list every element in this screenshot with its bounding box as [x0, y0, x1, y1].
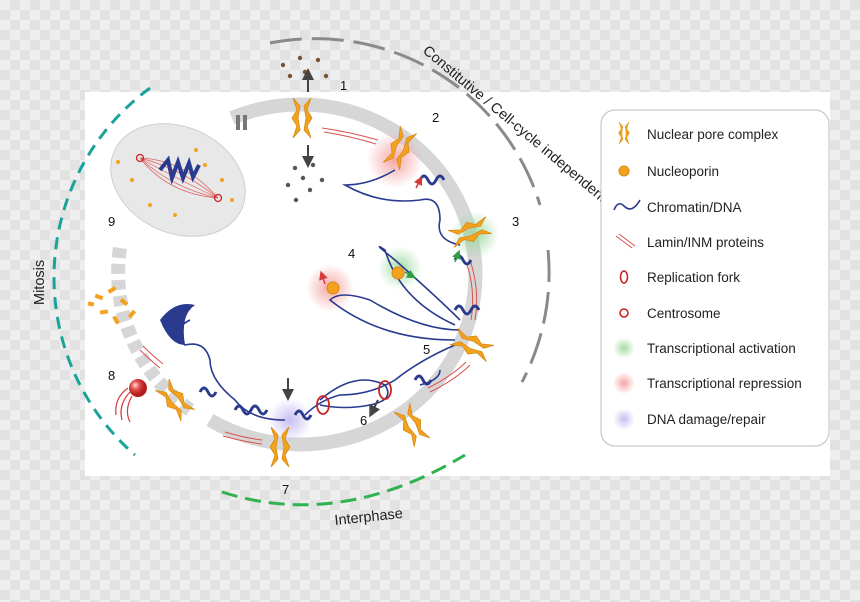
legend-label: Lamin/INM proteins	[647, 235, 764, 250]
legend-label: DNA damage/repair	[647, 412, 766, 427]
legend-label: Chromatin/DNA	[647, 200, 742, 215]
chromatin-coils	[198, 174, 481, 421]
metaphase-chromosomes	[158, 155, 201, 186]
legend-box	[600, 109, 830, 447]
step-2: 2	[432, 110, 439, 125]
dispersed-nucleoporins	[116, 148, 234, 217]
cargo-export-dots	[280, 55, 329, 79]
replication-fork	[378, 380, 392, 400]
constitutive-arc	[269, 37, 542, 206]
repression-glow-2	[367, 132, 423, 188]
nucleoporin	[391, 266, 405, 280]
centrosome	[135, 153, 145, 163]
step-5: 5	[423, 342, 430, 357]
legend-label: Transcriptional repression	[647, 376, 802, 391]
chromatin-condensed-end	[160, 304, 195, 345]
legend-label: Replication fork	[647, 270, 740, 285]
legend: Nuclear pore complex Nucleoporin Chromat…	[600, 109, 830, 447]
legend-label: Transcriptional activation	[647, 341, 796, 356]
lamin-lines	[139, 127, 478, 445]
legend-label: Nucleoporin	[647, 164, 719, 179]
interphase-label: Interphase	[334, 506, 404, 529]
step-9: 9	[108, 214, 115, 229]
legend-label: Centrosome	[647, 306, 721, 321]
mitotic-cell	[110, 123, 246, 237]
activation-glow-icon	[613, 337, 635, 359]
nucleoporin	[326, 281, 340, 295]
step-6: 6	[360, 413, 367, 428]
replication-fork	[316, 395, 330, 415]
microtubules	[115, 387, 133, 423]
replication-fork-icon	[619, 270, 629, 284]
disassembled-npc	[87, 286, 137, 325]
nucleoporin-icon	[618, 165, 630, 177]
repression-glow-icon	[613, 372, 635, 394]
mitosis-label: Mitosis	[32, 260, 48, 305]
dna-repair-glow-7	[268, 398, 312, 442]
step-8: 8	[108, 368, 115, 383]
step-4: 4	[348, 246, 355, 261]
mitosis-arc	[52, 86, 151, 457]
interphase-arc	[221, 453, 466, 507]
nuclear-envelope-fragment	[111, 246, 195, 416]
legend-label: Nuclear pore complex	[647, 127, 779, 142]
mitotic-spindle	[139, 157, 219, 199]
dna-repair-glow-icon	[613, 408, 635, 430]
lamin-inm-icon	[615, 233, 636, 249]
step-1: 1	[340, 78, 347, 93]
step-7: 7	[282, 482, 289, 497]
step-3: 3	[512, 214, 519, 229]
centrosome-large	[129, 379, 147, 397]
constitutive-arc-lower	[520, 249, 551, 383]
centrosome-icon	[619, 308, 629, 318]
chromatin-dna-icon	[613, 199, 641, 211]
nuclear-envelope	[206, 97, 483, 452]
centrosome	[213, 193, 223, 203]
